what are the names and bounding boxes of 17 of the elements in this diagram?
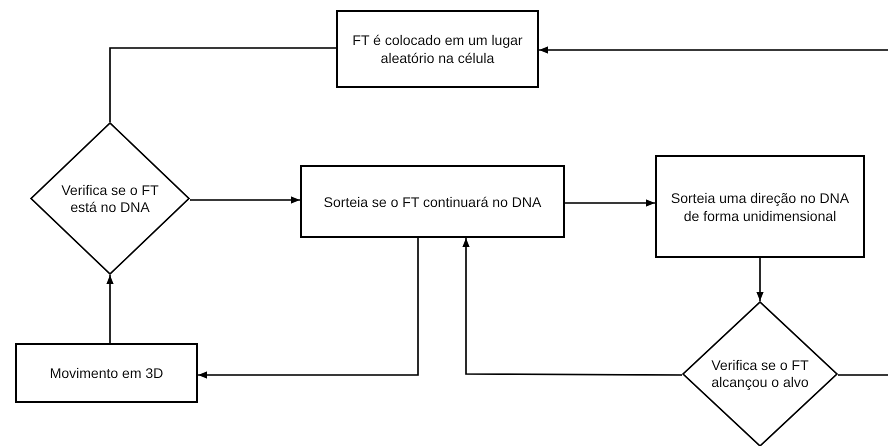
process-box: Sorteia uma direção no DNA de forma unidimensional [655, 155, 865, 258]
decision-diamond [682, 301, 838, 446]
process-box: Movimento em 3D [15, 343, 198, 403]
arrow [106, 275, 114, 343]
arrow [756, 258, 764, 301]
decision-text: Verifica se o FT está no DNA [60, 182, 160, 216]
process-box: FT é colocado em um lugar aleatório na célula [336, 10, 539, 88]
arrow [565, 199, 655, 207]
decision-text: Verifica se o FT alcançou o alvo [710, 357, 810, 391]
process-box: Sorteia se o FT continuará no DNA [300, 165, 565, 238]
arrow [198, 238, 419, 379]
connector-line [109, 47, 336, 122]
arrow [539, 46, 888, 54]
arrow [462, 238, 682, 376]
decision-diamond [30, 122, 190, 275]
connector-line [838, 374, 888, 376]
arrow [190, 196, 300, 204]
